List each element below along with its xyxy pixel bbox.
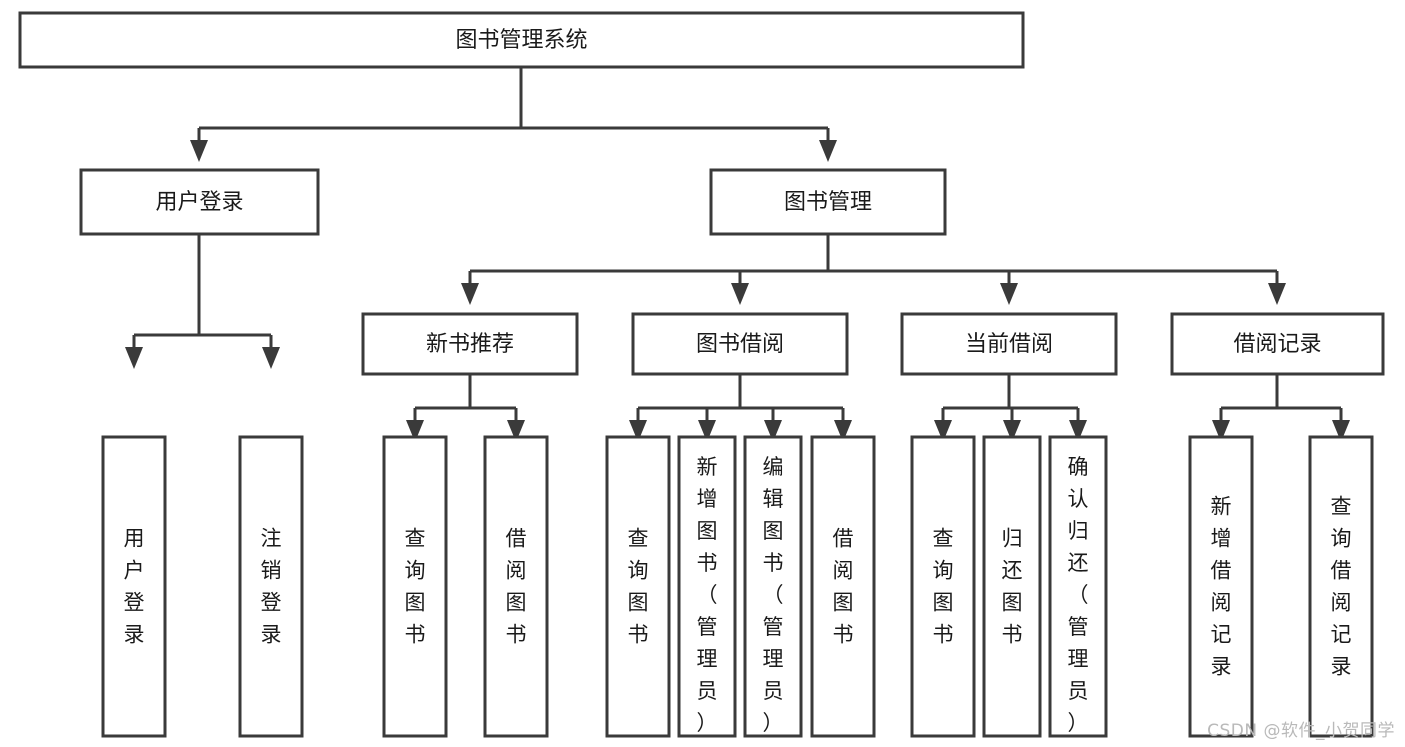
arrow-head-icon: [461, 283, 479, 305]
arrow-head-icon: [731, 283, 749, 305]
connectors-layer: [125, 67, 1350, 442]
leaf-node-6-label: 编辑图书（管理员）: [763, 455, 784, 735]
leaf-node-11-label: 新增借阅记录: [1211, 495, 1232, 679]
leaf-node-0-label: 用户登录: [124, 527, 145, 647]
leaf-node-9-label: 归还图书: [1002, 527, 1023, 647]
leaf-node-5-box[interactable]: [677, 435, 737, 738]
arrow-head-icon: [934, 420, 952, 442]
arrow-head-icon: [1003, 420, 1021, 442]
level2-node-1-label: 图书管理: [784, 190, 872, 215]
leaf-node-1-box[interactable]: [238, 435, 304, 738]
leaf-node-5-label: 新增图书（管理员）: [697, 455, 718, 735]
arrow-head-icon: [764, 420, 782, 442]
level3-node-2-label: 当前借阅: [965, 332, 1053, 357]
level3-node-1-box[interactable]: [631, 312, 849, 376]
leaf-node-4-label: 查询图书: [628, 527, 649, 647]
arrow-head-icon: [507, 420, 525, 442]
arrow-head-icon: [1069, 420, 1087, 442]
leaf-node-3-box[interactable]: [483, 435, 549, 738]
arrow-head-icon: [1000, 283, 1018, 305]
leaf-node-7-box[interactable]: [810, 435, 876, 738]
arrow-head-icon: [1212, 420, 1230, 442]
leaf-node-0-box[interactable]: [101, 435, 167, 738]
arrow-head-icon: [1268, 283, 1286, 305]
arrow-head-icon: [629, 420, 647, 442]
arrow-head-icon: [819, 140, 837, 162]
level3-node-3-box[interactable]: [1170, 312, 1385, 376]
level2-node-0-box[interactable]: [79, 168, 320, 236]
level2-node-1-box[interactable]: [709, 168, 947, 236]
root-node-label: 图书管理系统: [455, 28, 587, 53]
leaf-node-9-box[interactable]: [982, 435, 1042, 738]
level3-node-0-label: 新书推荐: [426, 332, 514, 357]
root-node-box[interactable]: [18, 11, 1025, 69]
level3-node-0-box[interactable]: [361, 312, 579, 376]
arrow-head-icon: [834, 420, 852, 442]
leaf-node-8-label: 查询图书: [933, 527, 954, 647]
arrow-head-icon: [698, 420, 716, 442]
arrow-head-icon: [406, 420, 424, 442]
leaf-node-12-box[interactable]: [1308, 435, 1374, 738]
arrow-head-icon: [125, 347, 143, 369]
nodes-layer: 图书管理系统用户登录图书管理新书推荐图书借阅当前借阅借阅记录用户登录注销登录查询…: [18, 11, 1385, 738]
leaf-node-8-box[interactable]: [910, 435, 976, 738]
leaf-node-1-label: 注销登录: [261, 527, 282, 647]
level2-node-0-label: 用户登录: [155, 190, 243, 215]
leaf-node-7-label: 借阅图书: [833, 527, 854, 647]
arrow-head-icon: [1332, 420, 1350, 442]
level3-node-1-label: 图书借阅: [696, 332, 784, 357]
arrow-head-icon: [190, 140, 208, 162]
arrow-head-icon: [262, 347, 280, 369]
leaf-node-2-box[interactable]: [382, 435, 448, 738]
leaf-node-11-box[interactable]: [1188, 435, 1254, 738]
leaf-node-2-label: 查询图书: [405, 527, 426, 647]
watermark-label: CSDN @软件_小贺同学: [1207, 721, 1395, 741]
leaf-node-3-label: 借阅图书: [506, 527, 527, 647]
leaf-node-6-box[interactable]: [743, 435, 803, 738]
level3-node-3-label: 借阅记录: [1233, 332, 1321, 357]
leaf-node-10-box[interactable]: [1048, 435, 1108, 738]
leaf-node-10-label: 确认归还（管理员）: [1068, 455, 1089, 735]
leaf-node-4-box[interactable]: [605, 435, 671, 738]
level3-node-2-box[interactable]: [900, 312, 1118, 376]
leaf-node-12-label: 查询借阅记录: [1331, 495, 1352, 679]
